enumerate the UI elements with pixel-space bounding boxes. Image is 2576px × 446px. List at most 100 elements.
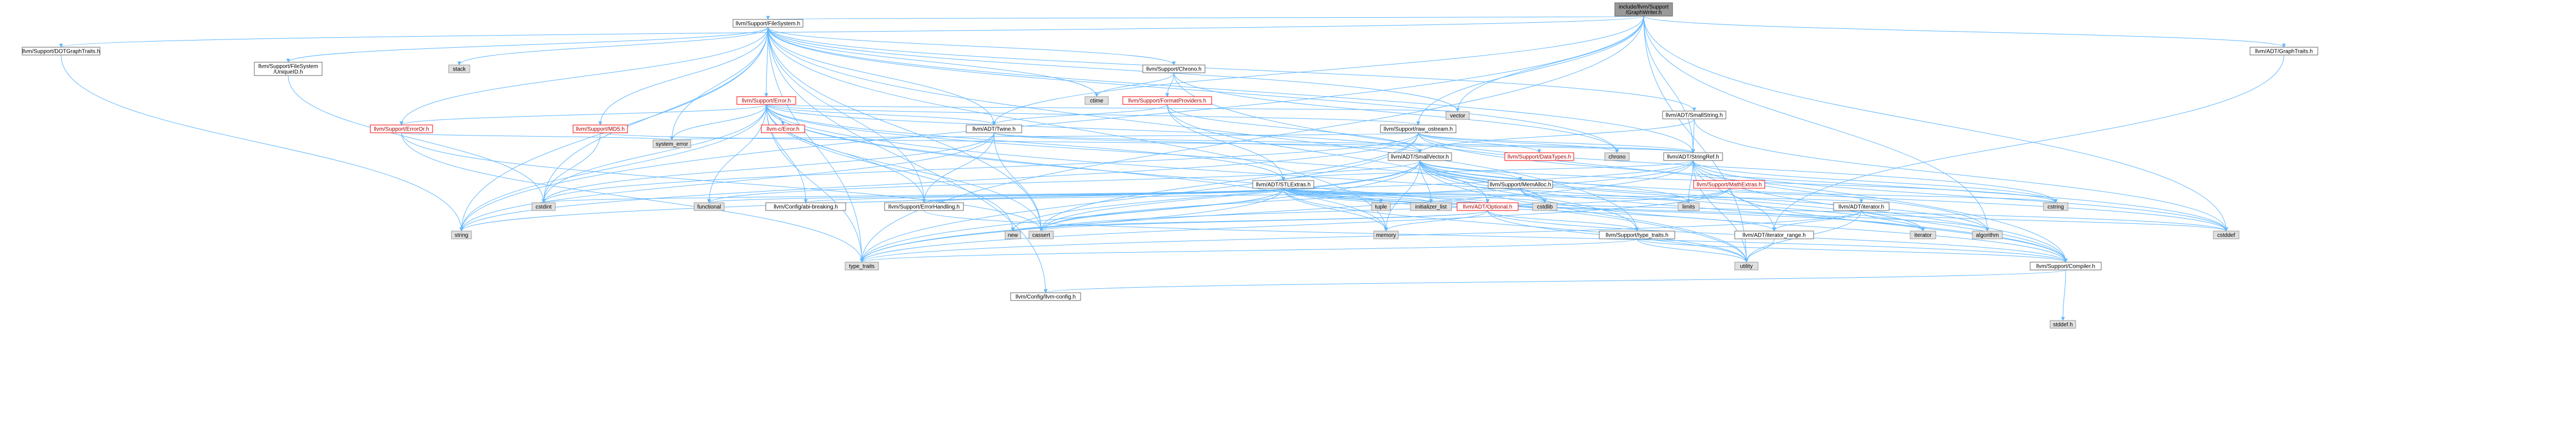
node-label-llvmconfig-0: llvm/Config/llvm-config.h [1016, 294, 1076, 300]
edge-raw_ostream-to-cstdint [541, 132, 1419, 203]
node-errorhandling[interactable]: llvm/Support/ErrorHandling.h [884, 202, 964, 211]
node-chrono_h[interactable]: llvm/Support/Chrono.h [1142, 64, 1206, 73]
node-box-abibreaking [765, 202, 846, 211]
node-box-cstring [2043, 202, 2068, 211]
node-label-errorhandling-0: llvm/Support/ErrorHandling.h [888, 204, 960, 211]
node-box-memalloc [1488, 180, 1553, 189]
node-functional: functional [694, 202, 725, 211]
edge-iterator_h-to-type_traits [860, 210, 1862, 263]
node-raw_ostream[interactable]: llvm/Support/raw_ostream.h [1380, 124, 1457, 133]
edge-smallvector-to-functional [707, 160, 1420, 203]
node-twine[interactable]: llvm/ADT/Twine.h [966, 124, 1022, 133]
node-box-initializer_list [1410, 202, 1452, 211]
node-label-memory-0: memory [1376, 233, 1396, 239]
node-md5[interactable]: llvm/Support/MD5.h [573, 124, 628, 133]
node-cstddef: cstddef [2213, 230, 2239, 239]
node-label-raw_ostream-0: llvm/Support/raw_ostream.h [1384, 127, 1453, 133]
node-mathextras[interactable]: llvm/Support/MathExtras.h [1693, 180, 1765, 189]
edge-stringref-to-cstddef [1693, 160, 2228, 232]
edge-root-to-dot [59, 16, 1644, 48]
edge-error-to-functional [707, 104, 767, 203]
node-box-cerror [761, 124, 805, 133]
node-box-limits [1678, 202, 1700, 211]
node-compiler[interactable]: llvm/Support/Compiler.h [2030, 262, 2102, 270]
node-stlextras[interactable]: llvm/ADT/STLExtras.h [1252, 180, 1314, 189]
node-label-stringref-0: llvm/ADT/StringRef.h [1667, 154, 1719, 161]
node-llvmconfig[interactable]: llvm/Config/llvm-config.h [1010, 292, 1081, 301]
node-label-twine-0: llvm/ADT/Twine.h [972, 127, 1016, 133]
node-box-md5 [573, 124, 628, 133]
node-optional[interactable]: llvm/ADT/Optional.h [1457, 202, 1519, 211]
edge-raw_ostream-to-cstring [1418, 132, 2058, 203]
node-label-chrono-0: chrono [1609, 154, 1626, 161]
edge-stlextras-to-functional [707, 188, 1284, 203]
node-label-cstddef-0: cstddef [2217, 233, 2235, 239]
node-iterator_range[interactable]: llvm/ADT/iterator_range.h [1734, 230, 1814, 239]
edge-chrono_h-to-ctime [1094, 72, 1174, 97]
edge-smallvector-to-cassert [1039, 160, 1420, 232]
edge-optional-to-memory [1384, 210, 1488, 232]
node-datatypes[interactable]: llvm/Support/DataTypes.h [1504, 152, 1574, 161]
edge-stringref-to-utility [1693, 160, 1749, 263]
edge-root-to-cstddef [1643, 16, 2228, 232]
node-abibreaking[interactable]: llvm/Config/abi-breaking.h [765, 202, 846, 211]
node-box-smallvector [1388, 152, 1452, 161]
edge-fs-to-memory [767, 27, 1388, 232]
node-box-fs [732, 19, 804, 28]
node-box-compiler [2030, 262, 2102, 270]
node-box-errorhandling [884, 202, 964, 211]
node-dot[interactable]: llvm/Support/DOTGraphTraits.h [22, 47, 101, 56]
edge-root-to-algorithm [1643, 16, 1990, 232]
node-label-tuple-0: tuple [1375, 204, 1387, 211]
edge-optional-to-new [1011, 210, 1488, 232]
edge-smallvector-to-cstddef [1419, 160, 2228, 232]
edge-layer [59, 15, 2286, 321]
edge-fs-to-erroror [399, 27, 769, 126]
node-box-iterator_h [1833, 202, 1890, 211]
edge-error-to-vector [766, 104, 1459, 112]
node-label-dot-0: llvm/Support/DOTGraphTraits.h [22, 49, 100, 55]
edge-type_traits_h-to-utility [1636, 238, 1749, 263]
edge-md5-to-stringref [600, 132, 1695, 153]
node-cstdint: cstdint [531, 202, 556, 211]
node-type_traits_h[interactable]: llvm/Support/type_traits.h [1599, 230, 1675, 239]
node-label-type_traits-0: type_traits [849, 264, 875, 270]
node-memalloc[interactable]: llvm/Support/MemAlloc.h [1488, 180, 1553, 189]
node-stack: stack [448, 64, 470, 73]
edge-fs-to-uniqueid [286, 27, 769, 63]
edge-stlextras-to-cassert [1039, 188, 1284, 232]
edge-iterator_h-to-iterator_range [1772, 210, 1862, 232]
node-label-string-0: string [455, 233, 468, 239]
edge-stlextras-to-optional [1283, 188, 1490, 203]
node-fs[interactable]: llvm/Support/FileSystem.h [732, 19, 804, 28]
node-box-twine [966, 124, 1022, 133]
edge-raw_ostream-to-chrono [1418, 132, 1619, 153]
node-smallvector[interactable]: llvm/ADT/SmallVector.h [1388, 152, 1452, 161]
node-graphtraits[interactable]: llvm/ADT/GraphTraits.h [2249, 47, 2318, 56]
node-smallstring[interactable]: llvm/ADT/SmallString.h [1662, 111, 1726, 119]
node-erroror[interactable]: llvm/Support/ErrorOr.h [370, 124, 433, 133]
node-stringref[interactable]: llvm/ADT/StringRef.h [1663, 152, 1723, 161]
node-iterator_h[interactable]: llvm/ADT/iterator.h [1833, 202, 1890, 211]
edge-fs-to-vector [767, 27, 1460, 112]
node-error[interactable]: llvm/Support/Error.h [736, 96, 796, 105]
node-label-mathextras-0: llvm/Support/MathExtras.h [1696, 182, 1761, 188]
node-vector: vector [1445, 111, 1470, 120]
edge-fs-to-chrono_h [767, 27, 1176, 66]
edge-mathextras-to-type_traits [860, 188, 1730, 263]
node-label-erroror-0: llvm/Support/ErrorOr.h [374, 127, 429, 133]
edge-mathextras-to-cstring [1729, 188, 2058, 203]
node-formatproviders[interactable]: llvm/Support/FormatProviders.h [1122, 96, 1212, 105]
edge-fs-to-cassert [767, 27, 1043, 232]
node-stddef: stddef.h [2050, 320, 2076, 329]
node-box-root [1614, 2, 1673, 17]
node-box-new [1005, 230, 1021, 239]
node-cerror[interactable]: llvm-c/Error.h [761, 124, 805, 133]
edge-erroror-to-type_traits [401, 132, 864, 263]
edge-stlextras-to-iterator_range [1283, 188, 1776, 232]
node-root[interactable]: include/llvm/Support/GraphWriter.h [1614, 2, 1673, 17]
node-uniqueid[interactable]: llvm/Support/FileSystem/UniqueID.h [254, 62, 323, 76]
node-box-cassert [1028, 230, 1054, 239]
node-label-md5-0: llvm/Support/MD5.h [576, 127, 625, 133]
